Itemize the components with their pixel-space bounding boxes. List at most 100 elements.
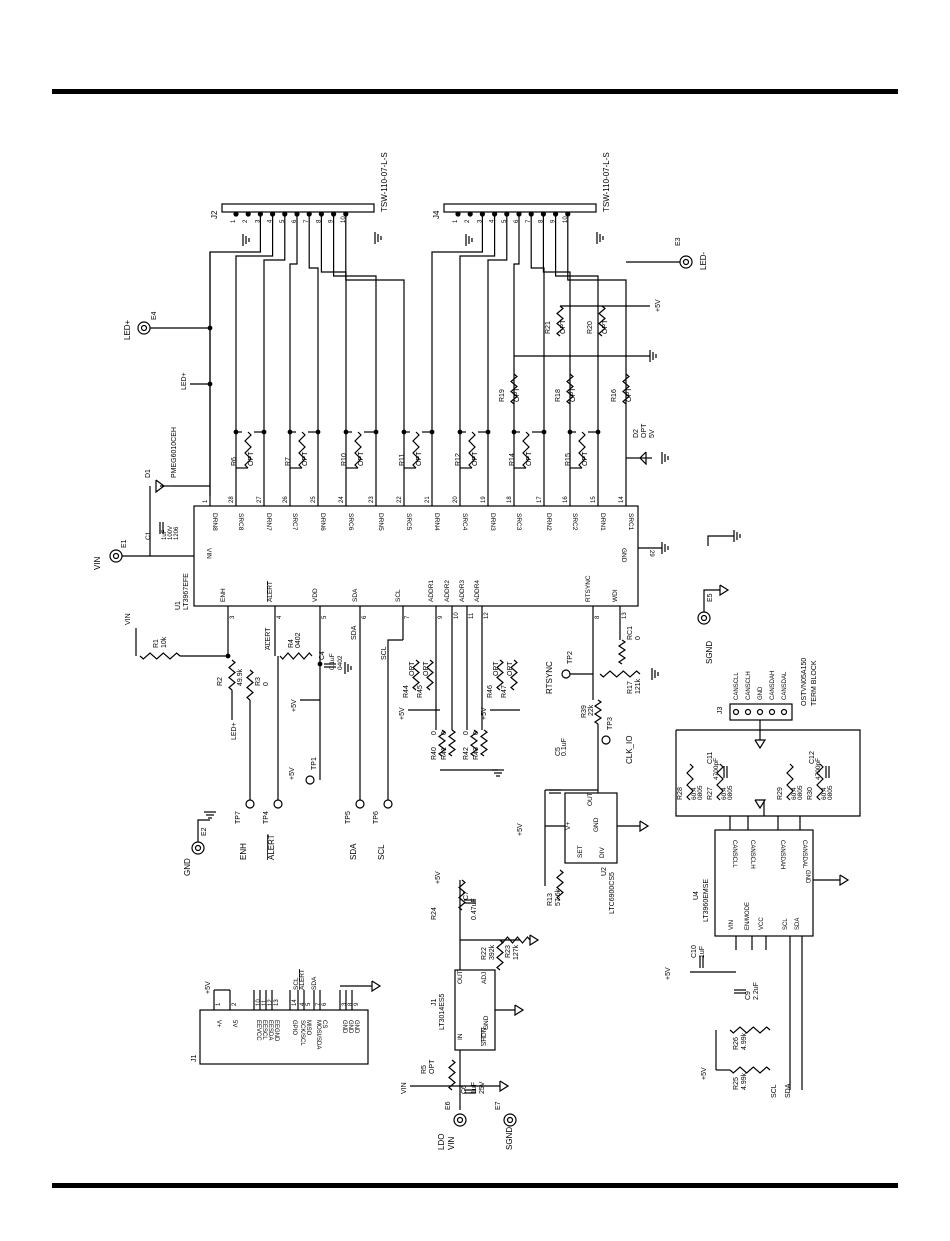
- u1-pin-name: SDA: [352, 588, 359, 602]
- u2-gnd: GND: [593, 817, 600, 832]
- resistor-value: 60.4: [691, 787, 698, 800]
- opt-resistor: [566, 373, 574, 405]
- junction-dot: [595, 429, 601, 435]
- j3-screw: [768, 708, 776, 716]
- r39-value: 22k: [588, 704, 595, 716]
- resistor-r5: [448, 1059, 456, 1091]
- signal-ground-icon: [839, 874, 850, 887]
- resistor: [447, 729, 457, 757]
- junction-dot: [225, 653, 231, 659]
- header-pin: [257, 211, 263, 217]
- j2-pin-num: 6: [292, 219, 298, 223]
- resistor-ref: R19: [499, 389, 506, 402]
- j4-pin-num: 7: [526, 219, 532, 223]
- j2-pin-num: 3: [255, 219, 261, 223]
- header-pin: [294, 211, 300, 217]
- u1-vin-pin: VIN: [205, 548, 212, 559]
- u1-pin-name: DRN2: [545, 513, 552, 531]
- net-vin: VIN: [125, 613, 132, 625]
- resistor-value: 0: [441, 731, 448, 735]
- net-label: ALERT: [267, 834, 276, 860]
- opt-resistor: [298, 431, 306, 469]
- u1-pin-num: 28: [229, 496, 235, 503]
- terminal-e1: [112, 552, 120, 560]
- u1-pin-num: 11: [469, 612, 475, 619]
- opt-resistor: [598, 305, 606, 337]
- resistor: [716, 763, 724, 801]
- opt-resistor: [412, 659, 420, 691]
- r17-ref: R17: [627, 681, 634, 694]
- d2-ref: D2: [633, 429, 640, 438]
- net-5v: +5V: [517, 823, 524, 836]
- d2-voltage: 5V: [649, 429, 656, 438]
- j3-body: [729, 703, 793, 721]
- c12-value: 4700pF: [815, 758, 822, 780]
- resistor-value: OPT: [507, 661, 514, 676]
- u4-pin-name: CANSDAL: [801, 840, 807, 869]
- u1-pin-name: VDD: [312, 588, 319, 602]
- j3-screw: [756, 708, 764, 716]
- resistor-ref: R28: [677, 787, 684, 800]
- resistor: [437, 729, 447, 757]
- resistor-value: OPT: [409, 661, 416, 676]
- u2-ref: U2: [601, 867, 608, 876]
- led-string-wire: [567, 216, 627, 496]
- e5-label: E5: [707, 593, 714, 602]
- testpoint-tp3: [601, 735, 611, 745]
- net-5v: +5V: [701, 1067, 708, 1080]
- led-string-wire: [487, 216, 508, 496]
- net-scl: SCL: [771, 1084, 778, 1098]
- j2-pin-num: 10: [341, 216, 347, 223]
- u4-pin-name: CANSDAH: [779, 840, 785, 869]
- net-5v: +5V: [655, 299, 662, 312]
- junction-dot: [207, 381, 213, 387]
- header-pin: [245, 211, 251, 217]
- j1-pin-name: EESDA: [267, 1020, 273, 1040]
- resistor-value: OPT: [570, 387, 577, 402]
- net-led-plus: LED+: [181, 372, 188, 390]
- signal-ground-icon: [514, 1004, 525, 1017]
- e7-label: E7: [495, 1101, 502, 1110]
- resistor-r1: [139, 652, 181, 660]
- resistor-ref: R11: [399, 454, 406, 466]
- junction-dot: [567, 429, 573, 435]
- opt-resistor: [510, 659, 518, 691]
- led-string-wire: [431, 216, 483, 496]
- u1-pin-name: ADDR2: [444, 580, 451, 602]
- resistor-r39: [593, 699, 603, 725]
- resistor-value: OPT: [514, 387, 521, 402]
- j3-pin-name: CANSCLH: [746, 671, 752, 700]
- r4-ref: R4: [288, 639, 295, 648]
- r25-value: 4.99k: [741, 1072, 748, 1090]
- j1-pin-name: MOSI/SDA: [315, 1020, 321, 1049]
- j1-pin-num: 1: [216, 1002, 222, 1006]
- net-5v: +5V: [205, 981, 212, 994]
- net-label: SCL: [377, 844, 386, 860]
- resistor-ref: R10: [341, 453, 348, 466]
- resistor-value: OPT: [626, 387, 633, 402]
- j1-pin-num: 13: [274, 999, 280, 1006]
- u3-out: OUT: [457, 970, 464, 984]
- u1-gnd-num: 29: [648, 550, 654, 557]
- r5-ref: R5: [421, 1065, 428, 1074]
- u2-div: DIV: [599, 847, 606, 859]
- testpoint-tp4-label: TP4: [263, 811, 270, 824]
- net-sda: SDA: [351, 625, 358, 640]
- j1-pin-name: EEGND: [273, 1020, 279, 1042]
- u3-gnd: GND: [483, 1015, 490, 1030]
- net-5v: +5V: [291, 699, 298, 712]
- j2-pin-num: 2: [243, 219, 249, 223]
- wire: [707, 535, 734, 546]
- j2-part: TSW-110-07-L-S: [380, 152, 389, 212]
- c1-value: 1uF: [162, 529, 168, 540]
- e6-label: E6: [445, 1101, 452, 1110]
- led-string-wire: [308, 216, 319, 496]
- header-pin: [516, 211, 522, 217]
- u1-pin-num: 22: [397, 496, 403, 503]
- u3-ref: J1: [431, 999, 438, 1007]
- j1-body: [199, 1009, 369, 1065]
- u1-pin-num: 27: [257, 496, 263, 503]
- r22-ref: R22: [481, 947, 488, 960]
- j4-pin-num: 10: [563, 216, 569, 223]
- net-scl: SCL: [381, 646, 388, 660]
